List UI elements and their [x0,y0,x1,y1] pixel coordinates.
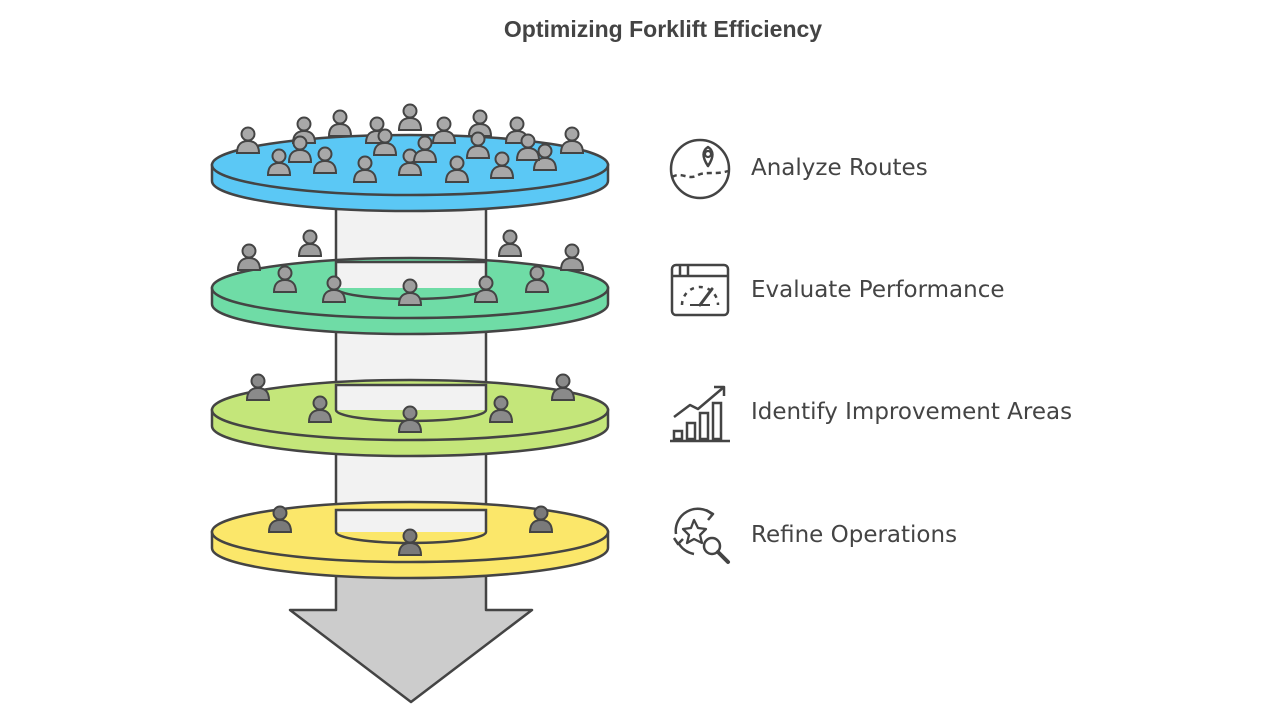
person-icon [560,126,584,154]
disk-analyze-routes [210,103,610,213]
dashboard-gauge-icon [670,263,730,317]
growth-chart-icon [670,385,730,443]
stage-label-refine-operations: Refine Operations [751,522,958,548]
stage-label-identify-improvement-areas: Identify Improvement Areas [751,399,1073,425]
disk-identify-improvement-areas [210,373,610,458]
person-icon [246,373,270,401]
person-icon [432,116,456,144]
person-icon [498,229,522,257]
stage-label-evaluate-performance: Evaluate Performance [751,277,1005,303]
star-search-icon [672,507,730,564]
disk-evaluate-performance [210,229,610,336]
diagram-title: Optimizing Forklift Efficiency [503,16,823,42]
person-icon [328,109,352,137]
person-icon [551,373,575,401]
person-icon [298,229,322,257]
person-icon [236,126,260,154]
stage-label-analyze-routes: Analyze Routes [751,155,928,181]
down-arrow [288,573,534,704]
disk-refine-operations [210,500,610,580]
person-icon [560,243,584,271]
map-pin-route-icon [669,138,731,200]
person-icon [398,103,422,131]
person-icon [237,243,261,271]
